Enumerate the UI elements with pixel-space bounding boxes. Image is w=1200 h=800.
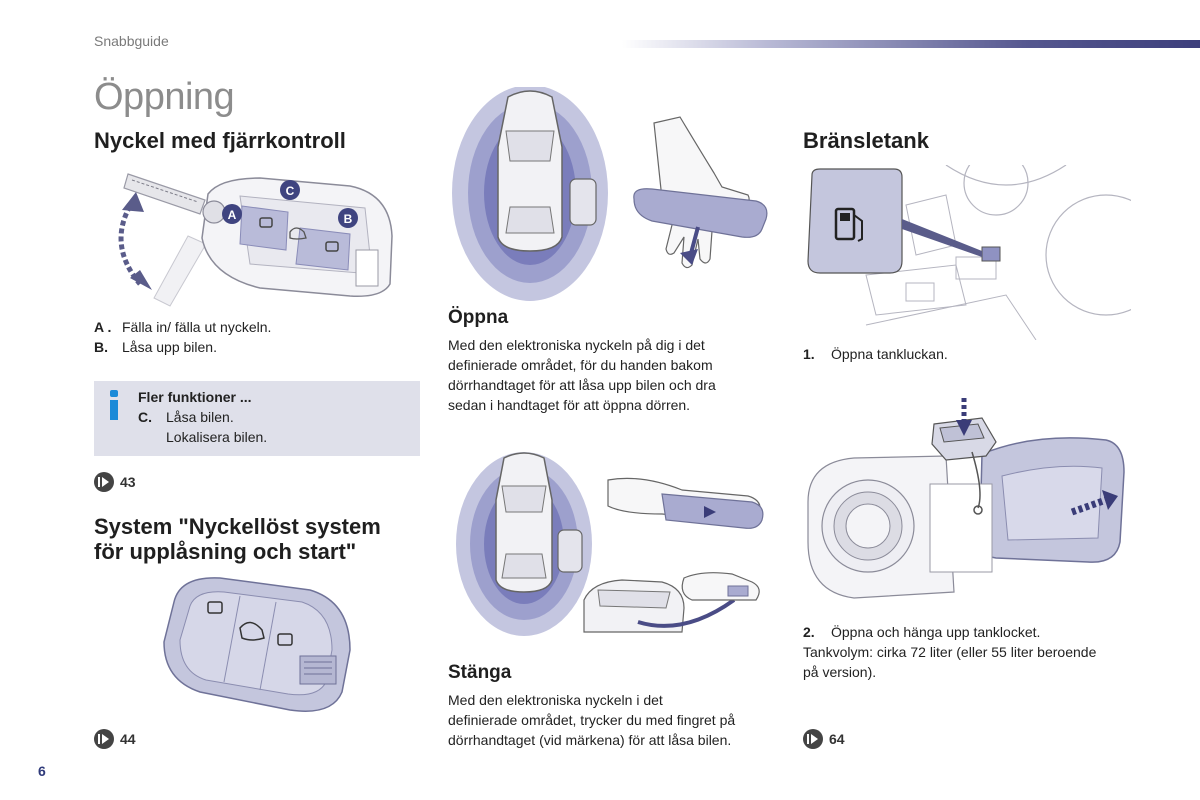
callout-a: A (222, 204, 242, 224)
page-reference-link[interactable]: 64 (803, 729, 845, 749)
svg-text:A: A (228, 208, 237, 222)
svg-text:B: B (344, 212, 353, 226)
item-label: B. (94, 339, 108, 355)
fuel-step-2: 2. Öppna och hänga upp tanklocket. Tankvo… (803, 622, 1096, 682)
callout-b: B (338, 208, 358, 228)
fuel-step-1: 1. Öppna tankluckan. (803, 344, 948, 364)
info-label: C. (138, 409, 152, 425)
info-line1: Låsa bilen. (166, 409, 234, 425)
dashboard-fuel-flap-illustration (806, 165, 1131, 340)
list-item: A . Fälla in/ fälla ut nyckeln. (94, 317, 271, 337)
unlock-zone-illustration (452, 87, 768, 301)
close-instructions: Med den elektroniska nyckeln i det defin… (448, 692, 736, 748)
open-heading: Öppna (448, 307, 509, 328)
step-text: Öppna tankluckan. (831, 346, 948, 362)
page-reference-icon (94, 729, 114, 749)
key-function-list: A . Fälla in/ fälla ut nyckeln. B. Låsa up… (94, 317, 271, 357)
section-label: Snabbguide (94, 33, 169, 49)
callout-c: C (280, 180, 300, 200)
keyless-fob-illustration (163, 577, 351, 712)
close-heading: Stänga (448, 662, 512, 683)
page-reference-link[interactable]: 43 (94, 472, 136, 492)
tank-volume-line2: på version). (803, 664, 877, 680)
page-number: 6 (38, 763, 46, 779)
page-reference-icon (803, 729, 823, 749)
step-label: 1. (803, 346, 815, 362)
item-text: Fälla in/ fälla ut nyckeln. (122, 319, 272, 335)
info-box: Fler funktioner ... C. Låsa bilen. Lokali… (94, 381, 420, 456)
info-icon (108, 390, 120, 420)
page-reference-link[interactable]: 44 (94, 729, 136, 749)
keyless-heading: System "Nyckellöst system för upplåsning… (94, 514, 381, 564)
page-title: Öppning (94, 76, 235, 118)
open-instructions: Med den elektroniska nyckeln på dig i de… (448, 337, 716, 413)
fuel-cap-illustration (807, 398, 1125, 599)
page-reference-icon (94, 472, 114, 492)
tank-volume-line1: Tankvolym: cirka 72 liter (eller 55 lite… (803, 644, 1097, 660)
key-heading: Nyckel med fjärrkontroll (94, 128, 346, 153)
svg-text:C: C (286, 184, 295, 198)
item-label: A . (94, 319, 112, 335)
lock-zone-illustration (456, 452, 764, 636)
step-label: 2. (803, 624, 815, 640)
fuel-heading: Bränsletank (803, 128, 929, 153)
page-reference-number: 64 (829, 731, 845, 747)
remote-key-illustration: A C B (118, 173, 393, 307)
item-text: Låsa upp bilen. (122, 339, 217, 355)
page-reference-number: 43 (120, 474, 136, 490)
info-line2: Lokalisera bilen. (166, 429, 268, 445)
page-reference-number: 44 (120, 731, 136, 747)
info-title: Fler funktioner ... (138, 389, 252, 405)
header-gradient-bar (622, 40, 1200, 48)
step-text: Öppna och hänga upp tanklocket. (831, 624, 1041, 640)
list-item: B. Låsa upp bilen. (94, 337, 271, 357)
